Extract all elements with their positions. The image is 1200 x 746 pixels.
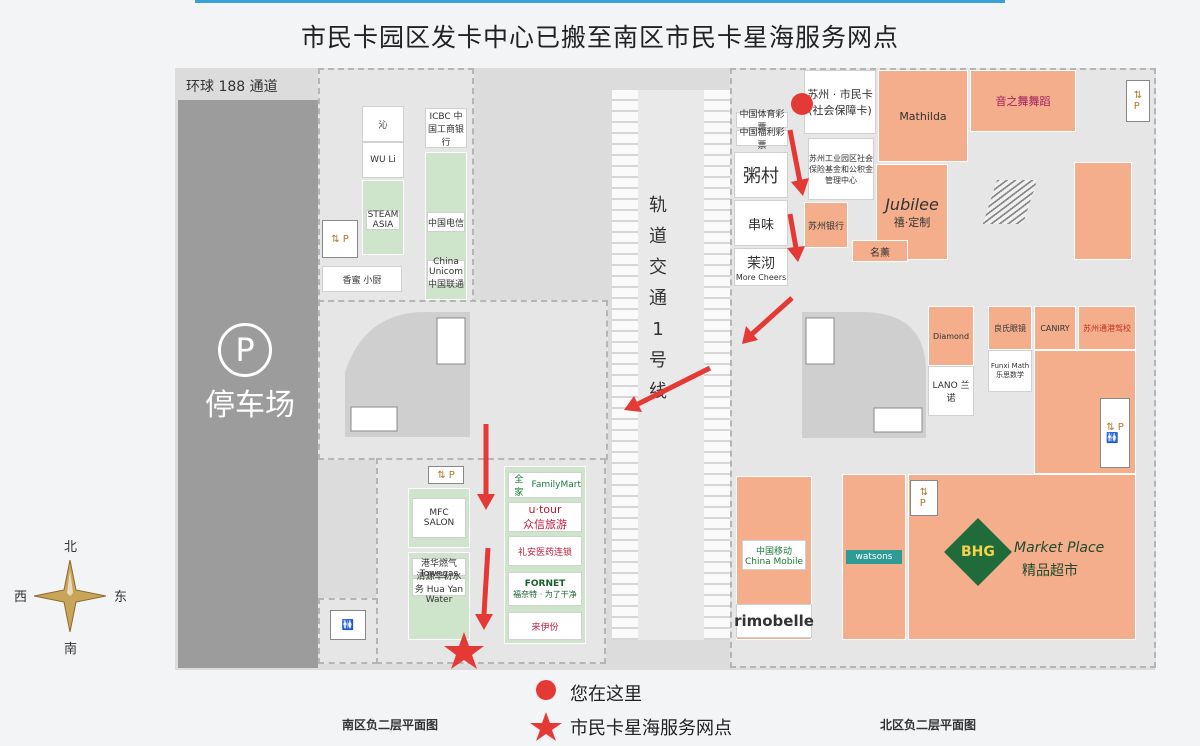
south-ramp (345, 312, 470, 437)
shop-bhg-block (908, 474, 1136, 640)
floor-label-south: 南区负二层平面图 (342, 718, 439, 732)
route-arrow (787, 129, 809, 196)
compass-north: 北 (64, 540, 78, 555)
compass-east: 东 (114, 590, 128, 605)
parking-label: 停车场 (205, 388, 295, 423)
shop-f: 香蜜 小厨 (322, 266, 402, 292)
route-arrow (624, 365, 712, 412)
restroom-icon: 🚻 (330, 610, 366, 640)
page-title: 市民卡园区发卡中心已搬至南区市民卡星海服务网点 (300, 23, 899, 52)
compass-west: 西 (14, 590, 28, 605)
route-arrow (787, 213, 805, 262)
shop-c: WU Li (362, 142, 404, 178)
legend-here: 您在这里 (570, 684, 642, 705)
rail-stripe (612, 90, 638, 640)
route-arrow (475, 547, 493, 630)
shop-laiyiyuan: 来伊份 (508, 612, 582, 640)
parking-icon: P (218, 323, 272, 377)
elevator-icon: ⇅ P (428, 466, 464, 484)
shop-driving: 苏州通港驾校 (1078, 306, 1136, 350)
shop-chuanwei: 串味 (734, 200, 788, 246)
shop-dance: 音之舞舞蹈 (970, 70, 1076, 132)
shop-e: China Unicom中国联通 (427, 256, 465, 290)
legend-dot-icon (536, 680, 556, 700)
bhg-cn: 精品超市 (1022, 563, 1078, 579)
shop-canry: CANIRY (1034, 306, 1076, 350)
floor-label-north: 北区负二层平面图 (880, 718, 977, 732)
elevator-icon: ⇅P (1126, 80, 1150, 122)
shop-rimobelle: rimobelle (734, 604, 814, 638)
parking-area (178, 100, 318, 668)
shop-g: STEAM ASIA (366, 210, 400, 230)
shop-towngas: 港华燃气 Towngas (412, 558, 466, 579)
route-arrow (742, 296, 794, 344)
shop-d: 中国电信 (427, 212, 465, 232)
legend-star-icon (530, 712, 562, 741)
bhg-en: Market Place (1014, 540, 1105, 556)
rail-corridor (612, 90, 730, 640)
compass-south: 南 (64, 642, 78, 657)
elevator-icon: ⇅P (910, 480, 938, 516)
shop-mathilda: Mathilda (878, 70, 968, 162)
shop-funnel: Funxi Math 乐思数学 (988, 350, 1032, 392)
shop-mingzhou: 名薰 (852, 240, 908, 262)
elevator-icon: ⇅ P (322, 220, 358, 258)
legend-service: 市民卡星海服务网点 (570, 718, 732, 739)
rail-stripe (704, 90, 730, 640)
service-point-marker (444, 632, 484, 669)
shop-social-security: 苏州工业园区社会保险基金和公积金管理中心 (808, 138, 874, 200)
north-ramp (802, 312, 926, 438)
shop-zhoucun: 粥村 (734, 152, 788, 198)
shop-optical: 良氏眼镜 (988, 306, 1032, 350)
you-are-here-marker (791, 93, 813, 115)
shop-watsons: watsons (846, 550, 902, 564)
shop-pharmacy: 礼安医药连锁 (508, 536, 582, 566)
road-label: 环球 188 通道 (186, 79, 278, 95)
top-accent-line (195, 0, 1005, 3)
shop-lano: LANO 兰诺 (928, 366, 974, 416)
shop-mfc: MFC SALON (412, 498, 466, 538)
shop-suzhou-bank: 苏州银行 (804, 202, 848, 248)
restroom-icon: ⇅ P🚻 (1100, 398, 1130, 468)
shop-familymart: 全 家 FamilyMart (508, 472, 582, 498)
shop-h: Diamond (928, 306, 974, 366)
shop-blank-1 (1074, 162, 1132, 260)
shop-smk: 苏州 · 市民卡(社会保障卡) (804, 70, 876, 134)
legend-icons (530, 680, 562, 741)
shop-a: 沁 (362, 106, 404, 142)
route-arrow (477, 424, 495, 510)
shop-b: ICBC 中国工商银行 (425, 108, 467, 148)
compass-icon (34, 560, 106, 632)
shop-cmcc: 中国移动 China Mobile (742, 540, 806, 570)
